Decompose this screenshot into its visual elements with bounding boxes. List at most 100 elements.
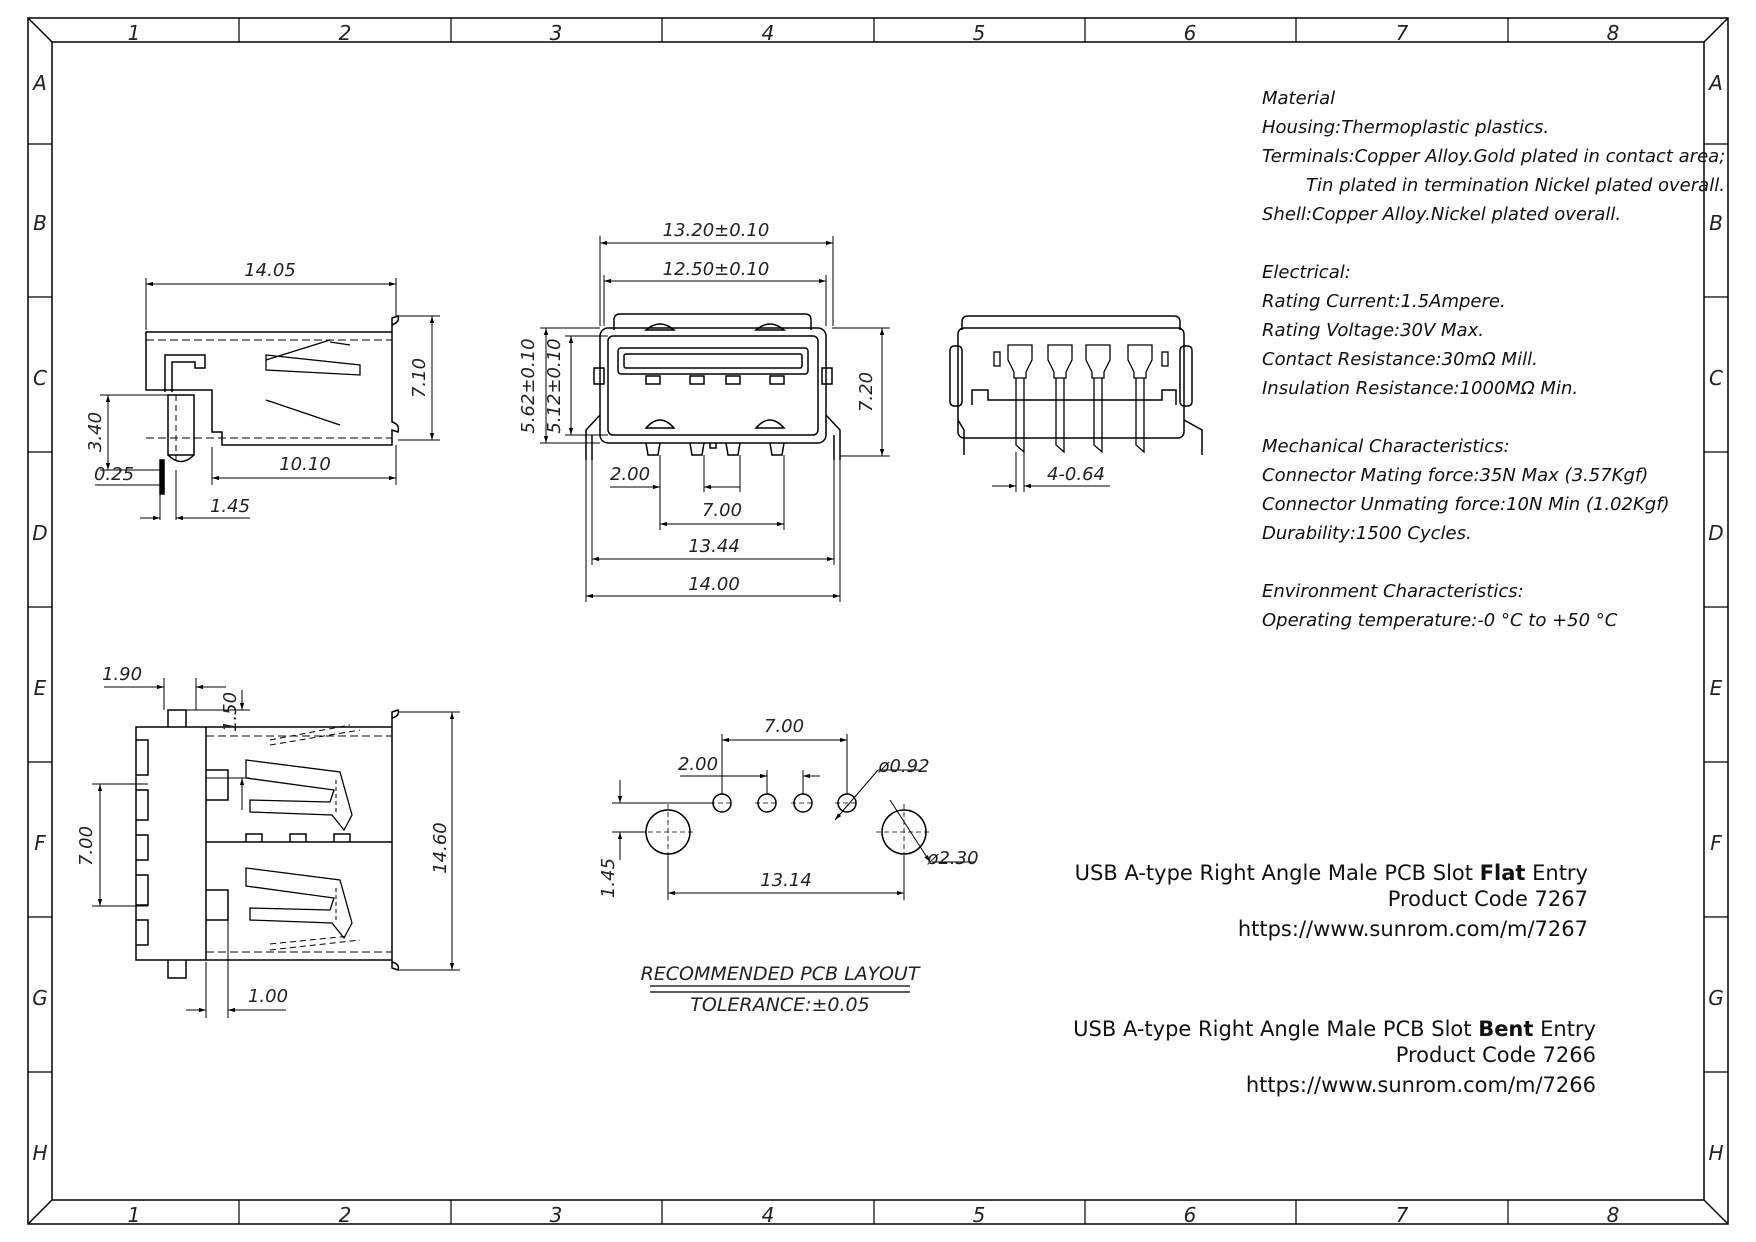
dim-tab-width: 1.90 [102, 664, 142, 685]
spec-shell: Shell:Copper Alloy.Nickel plated overall… [1262, 204, 1622, 225]
col-label-top: 4 [762, 21, 775, 45]
row-label-right: G [1708, 986, 1724, 1010]
pcb-layout-title: RECOMMENDED PCB LAYOUT [641, 963, 921, 985]
top-view-dims [92, 678, 460, 1018]
dim-pin-height: 3.40 [85, 412, 106, 452]
col-label-top: 1 [128, 21, 141, 45]
dim-tab-offset: 1.00 [248, 986, 288, 1007]
side-view [145, 315, 400, 495]
product-title-bold: Bent [1478, 1017, 1534, 1041]
sheet-grid-ticks [28, 18, 1728, 1224]
product-block-flat: USB A-type Right Angle Male PCB Slot Fla… [1075, 860, 1588, 942]
row-label-right: A [1707, 71, 1723, 95]
col-label-bottom: 4 [762, 1203, 775, 1227]
dim-pin-offset: 1.45 [210, 496, 250, 517]
product-title-prefix: USB A-type Right Angle Male PCB Slot [1074, 861, 1480, 885]
spec-contact-resistance: Contact Resistance:30mΩ Mill. [1262, 349, 1538, 370]
row-label-left: E [34, 676, 47, 700]
row-label-right: F [1710, 831, 1722, 855]
pcb-layout-dims [612, 734, 975, 900]
col-label-bottom: 8 [1607, 1203, 1620, 1227]
product-title-bold: Flat [1479, 861, 1526, 885]
row-label-left: D [32, 521, 47, 545]
dim-pcb-pin-pitch: 2.00 [678, 754, 718, 775]
side-view-dims [95, 278, 440, 521]
dim-opening-height: 5.12±0.10 [544, 338, 565, 433]
dim-height: 7.10 [409, 358, 430, 398]
dim-overall-length: 14.05 [244, 260, 296, 281]
dim-inner-span: 7.00 [76, 826, 97, 866]
dim-tab-span: 13.44 [688, 536, 740, 557]
spacer [1262, 548, 1742, 577]
dim-tab-length: 1.50 [220, 692, 241, 732]
product-code: Product Code 7267 [1387, 887, 1588, 911]
electrical-heading: Electrical: [1262, 262, 1351, 283]
row-label-right: C [1709, 366, 1723, 390]
dim-opening-width: 12.50±0.10 [663, 259, 770, 280]
spacer [1262, 229, 1742, 258]
sheet-frame [27, 17, 1729, 1225]
col-label-bottom: 5 [973, 1203, 986, 1227]
product-title-suffix: Entry [1525, 861, 1588, 885]
dim-pin-pitch: 2.00 [610, 464, 650, 485]
col-label-top: 3 [550, 21, 563, 45]
row-label-right: B [1709, 211, 1723, 235]
row-label-left: G [32, 986, 48, 1010]
row-label-right: D [1708, 521, 1723, 545]
dim-overall-width: 14.00 [688, 574, 740, 595]
col-label-top: 8 [1607, 21, 1620, 45]
dim-shell-height: 5.62±0.10 [518, 338, 539, 433]
pcb-layout [640, 793, 932, 860]
spec-terminals: Terminals:Copper Alloy.Gold plated in co… [1262, 146, 1726, 167]
spec-durability: Durability:1500 Cycles. [1262, 523, 1472, 544]
spec-mating-force: Connector Mating force:35N Max (3.57Kgf) [1262, 465, 1649, 486]
front-view [585, 313, 841, 460]
row-label-right: E [1710, 676, 1723, 700]
row-label-left: F [34, 831, 46, 855]
dim-pcb-tab-hole: ø2.30 [926, 848, 978, 869]
dim-pcb-tab-span: 13.14 [760, 870, 812, 891]
spec-rating-current: Rating Current:1.5Ampere. [1262, 291, 1506, 312]
dim-body-length: 10.10 [279, 454, 331, 475]
product-link[interactable]: https://www.sunrom.com/m/7267 [1237, 917, 1588, 941]
row-label-left: C [33, 366, 47, 390]
product-title: USB A-type Right Angle Male PCB Slot Ben… [1073, 1016, 1596, 1042]
col-label-top: 2 [339, 21, 352, 45]
pcb-layout-caption: RECOMMENDED PCB LAYOUT TOLERANCE:±0.05 [641, 963, 921, 1016]
row-label-right: H [1708, 1141, 1723, 1165]
row-label-left: A [31, 71, 47, 95]
mechanical-heading: Mechanical Characteristics: [1262, 436, 1510, 457]
col-label-bottom: 6 [1184, 1203, 1197, 1227]
dim-overall-height: 7.20 [856, 372, 877, 412]
spec-insulation-resistance: Insulation Resistance:1000MΩ Min. [1262, 378, 1579, 399]
spec-unmating-force: Connector Unmating force:10N Min (1.02Kg… [1262, 494, 1670, 515]
product-title: USB A-type Right Angle Male PCB Slot Fla… [1075, 860, 1588, 886]
product-title-prefix: USB A-type Right Angle Male PCB Slot [1073, 1017, 1479, 1041]
front-view-dims [540, 236, 890, 602]
col-label-top: 5 [973, 21, 986, 45]
col-label-bottom: 7 [1396, 1203, 1409, 1227]
dim-pin-thickness: 0.25 [94, 464, 134, 485]
top-view [135, 709, 400, 979]
dim-pin-span: 7.00 [702, 500, 742, 521]
product-link[interactable]: https://www.sunrom.com/m/7266 [1245, 1073, 1596, 1097]
col-label-top: 7 [1396, 21, 1409, 45]
spec-terminals-cont: Tin plated in termination Nickel plated … [1306, 175, 1725, 196]
col-label-bottom: 3 [550, 1203, 563, 1227]
spacer [1262, 403, 1742, 432]
spec-notes: Material Housing:Thermoplastic plastics.… [1262, 84, 1742, 635]
rear-view [949, 315, 1203, 455]
col-label-top: 6 [1184, 21, 1197, 45]
dim-pcb-tab-offset: 1.45 [598, 858, 619, 898]
spec-operating-temperature: Operating temperature:-0 °C to +50 °C [1262, 610, 1618, 631]
col-label-bottom: 2 [339, 1203, 352, 1227]
product-block-bent: USB A-type Right Angle Male PCB Slot Ben… [1073, 1016, 1596, 1098]
material-heading: Material [1262, 88, 1336, 109]
spec-rating-voltage: Rating Voltage:30V Max. [1262, 320, 1484, 341]
dim-pcb-pin-hole: ø0.92 [877, 756, 929, 777]
pcb-layout-tolerance: TOLERANCE:±0.05 [690, 994, 869, 1016]
rear-view-dims [992, 452, 1110, 492]
dim-shell-width: 13.20±0.10 [663, 220, 770, 241]
dim-pin-width: 4-0.64 [1047, 464, 1105, 485]
